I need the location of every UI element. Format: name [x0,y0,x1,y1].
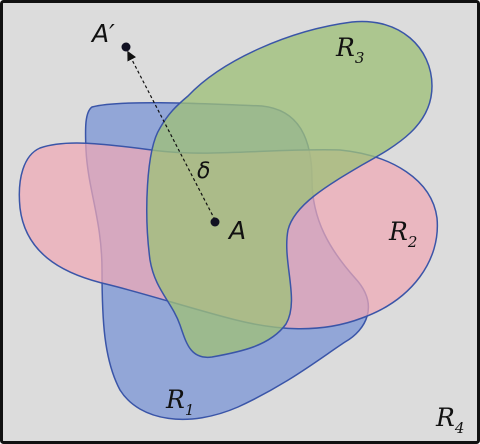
label-r1-sub: 1 [185,401,195,419]
label-r3-sub: 3 [355,49,365,67]
label-r3: R3 [335,33,364,67]
delta-vector-arrow [127,50,216,221]
label-r2: R2 [388,217,417,251]
label-a: A [227,216,246,245]
label-r4-sub: 4 [454,419,465,437]
label-r1: R1 [165,385,194,419]
label-delta: δ [197,159,210,184]
point-a-prime [121,42,131,52]
label-r3-main: R [335,33,355,62]
label-r1-main: R [165,385,185,414]
region-r3 [146,20,433,358]
label-a-prime: A′ [90,19,115,48]
label-r4-main: R [435,403,455,432]
label-r2-main: R [388,217,408,246]
label-r4: R4 [435,403,464,437]
point-a [210,217,220,227]
label-r2-sub: 2 [407,233,418,251]
